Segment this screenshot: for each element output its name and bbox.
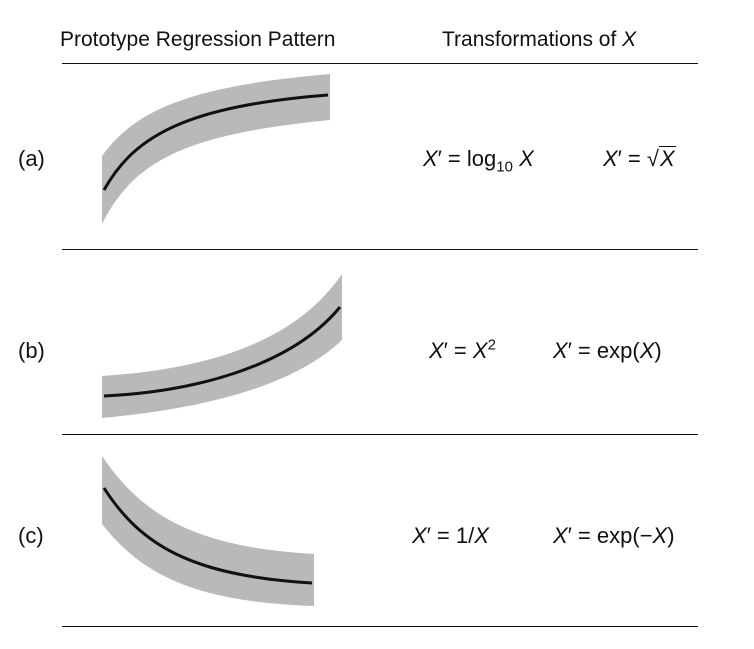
confidence-band-b <box>102 274 342 418</box>
formula-exp-negative: X′ = exp(−X) <box>553 523 675 548</box>
pattern-plot-a <box>102 74 330 224</box>
formula-square: X′ = X2 <box>429 336 496 363</box>
row-label-a: (a) <box>18 146 45 171</box>
regression-curve-b <box>103 306 342 398</box>
formula-reciprocal: X′ = 1/X <box>412 523 489 548</box>
row-label-b: (b) <box>18 338 45 363</box>
regression-curve-a <box>102 93 329 191</box>
confidence-band-c <box>102 456 314 606</box>
rule-b-c <box>62 434 698 435</box>
formula-sqrt: X′ = √X <box>603 146 676 171</box>
rule-top <box>62 63 698 64</box>
regression-curve-c <box>102 487 313 585</box>
pattern-plot-b <box>102 274 342 418</box>
formula-log10: X′ = log10 X <box>423 146 534 176</box>
row-label-c: (c) <box>18 523 44 548</box>
pattern-plot-c <box>102 456 314 606</box>
rule-bottom <box>62 626 698 627</box>
column-header-pattern: Prototype Regression Pattern <box>60 28 336 51</box>
radical-sign: √X <box>646 146 676 171</box>
column-header-variable: X <box>622 28 637 51</box>
column-header-transformations-text: Transformations of <box>442 28 623 51</box>
formula-exp: X′ = exp(X) <box>553 338 662 363</box>
confidence-band-a <box>102 74 330 224</box>
rule-a-b <box>62 249 698 250</box>
column-header-transformations: Transformations of X <box>442 28 636 52</box>
